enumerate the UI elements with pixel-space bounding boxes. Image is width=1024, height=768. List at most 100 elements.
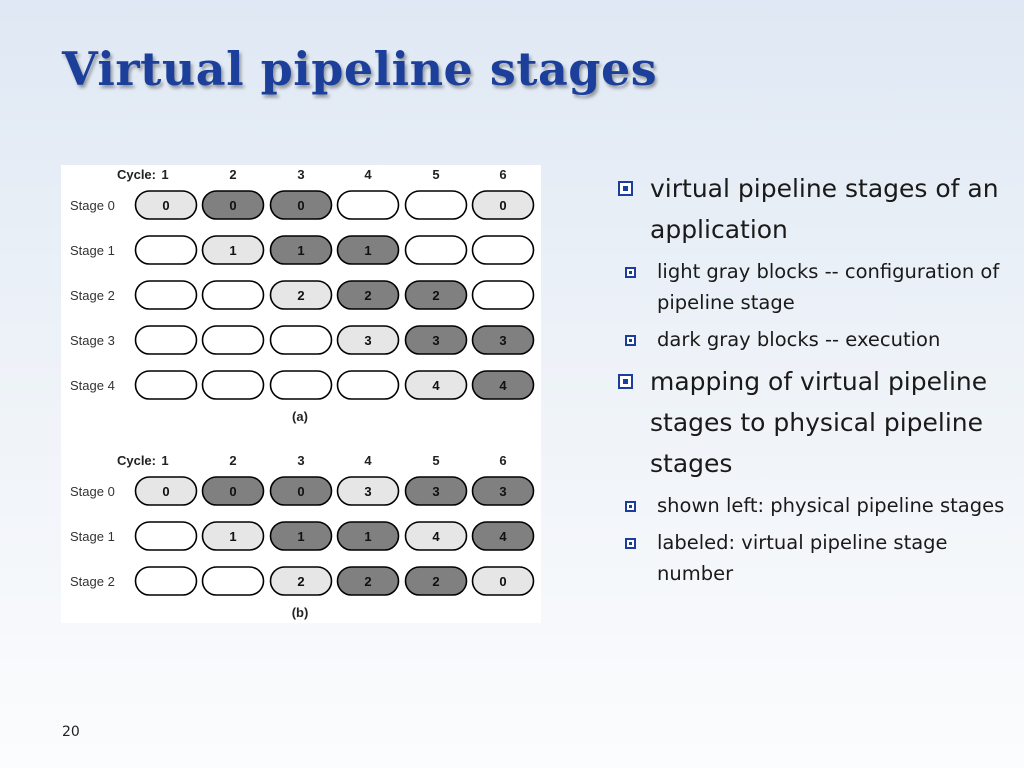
bullet-list: virtual pipeline stages of an applicatio… — [612, 168, 1012, 595]
stage-block-dark — [404, 280, 468, 310]
cycle-number: 1 — [161, 453, 168, 468]
slide-title: Virtual pipeline stages — [62, 42, 658, 96]
stage-block-dark — [336, 235, 400, 265]
sub-bullet-text: light gray blocks -- configuration of pi… — [657, 260, 1000, 314]
stage-block-empty — [404, 235, 468, 265]
square-bullet-icon — [618, 374, 633, 389]
cycle-header-label: Cycle: — [117, 453, 156, 468]
stage-block-empty — [134, 325, 198, 355]
stage-label: Stage 3 — [70, 333, 115, 348]
stage-block-empty — [269, 370, 333, 400]
square-bullet-icon — [625, 501, 636, 512]
stage-block-number: 0 — [229, 198, 236, 213]
stage-block-dark — [201, 190, 265, 220]
cycle-number: 5 — [432, 167, 439, 182]
stage-block-dark — [336, 566, 400, 596]
stage-block-number: 4 — [432, 529, 440, 544]
stage-block-number: 4 — [432, 378, 440, 393]
stage-block-number: 0 — [297, 198, 304, 213]
cycle-number: 2 — [229, 453, 236, 468]
stage-block-empty — [134, 235, 198, 265]
stage-block-number: 2 — [432, 288, 439, 303]
stage-block-number: 3 — [364, 333, 371, 348]
stage-block-empty — [336, 190, 400, 220]
stage-block-number: 4 — [499, 529, 507, 544]
stage-label: Stage 0 — [70, 484, 115, 499]
cycle-number: 4 — [364, 167, 372, 182]
stage-block-number: 0 — [499, 198, 506, 213]
stage-block-number: 1 — [297, 243, 304, 258]
stage-block-light — [404, 521, 468, 551]
stage-block-dark — [404, 476, 468, 506]
stage-label: Stage 2 — [70, 574, 115, 589]
stage-block-light — [201, 521, 265, 551]
stage-block-dark — [336, 280, 400, 310]
cycle-number: 2 — [229, 167, 236, 182]
stage-block-dark — [336, 521, 400, 551]
stage-block-dark — [201, 476, 265, 506]
square-bullet-icon — [625, 335, 636, 346]
stage-block-number: 0 — [499, 574, 506, 589]
stage-block-light — [404, 370, 468, 400]
stage-block-dark — [471, 370, 535, 400]
stage-block-number: 3 — [432, 333, 439, 348]
stage-block-empty — [201, 280, 265, 310]
sub-bullet-list: light gray blocks -- configuration of pi… — [612, 256, 1012, 355]
stage-block-number: 1 — [364, 243, 371, 258]
stage-block-dark — [471, 325, 535, 355]
stage-block-number: 1 — [297, 529, 304, 544]
stage-block-dark — [269, 521, 333, 551]
stage-label: Stage 1 — [70, 529, 115, 544]
stage-block-empty — [201, 566, 265, 596]
stage-block-number: 3 — [499, 484, 506, 499]
stage-block-number: 1 — [229, 243, 236, 258]
stage-block-empty — [201, 370, 265, 400]
stage-block-number: 4 — [499, 378, 507, 393]
stage-block-empty — [134, 566, 198, 596]
sub-bullet-labeled: labeled: virtual pipeline stage number — [574, 527, 1012, 589]
stage-block-number: 3 — [364, 484, 371, 499]
cycle-header-label: Cycle: — [117, 167, 156, 182]
stage-block-number: 2 — [432, 574, 439, 589]
square-bullet-icon — [618, 181, 633, 196]
cycle-number: 5 — [432, 453, 439, 468]
bullet-text: mapping of virtual pipeline stages to ph… — [650, 367, 988, 478]
stage-block-number: 0 — [162, 484, 169, 499]
bullet-virtual-stages: virtual pipeline stages of an applicatio… — [612, 168, 1012, 250]
square-bullet-icon — [625, 538, 636, 549]
stage-label: Stage 2 — [70, 288, 115, 303]
cycle-number: 4 — [364, 453, 372, 468]
stage-block-number: 1 — [229, 529, 236, 544]
stage-label: Stage 0 — [70, 198, 115, 213]
cycle-number: 3 — [297, 167, 304, 182]
stage-block-number: 3 — [432, 484, 439, 499]
sub-bullet-dark-gray: dark gray blocks -- execution — [574, 324, 1012, 355]
stage-block-number: 0 — [229, 484, 236, 499]
cycle-number: 1 — [161, 167, 168, 182]
sub-bullet-shown-left: shown left: physical pipeline stages — [574, 490, 1012, 521]
stage-block-dark — [269, 476, 333, 506]
bullet-mapping: mapping of virtual pipeline stages to ph… — [612, 361, 1012, 484]
stage-block-empty — [269, 325, 333, 355]
stage-block-dark — [269, 235, 333, 265]
stage-block-dark — [471, 476, 535, 506]
sub-bullet-list: shown left: physical pipeline stages lab… — [612, 490, 1012, 589]
stage-block-empty — [471, 235, 535, 265]
stage-block-empty — [201, 325, 265, 355]
stage-block-light — [134, 476, 198, 506]
stage-block-number: 1 — [364, 529, 371, 544]
sub-bullet-text: shown left: physical pipeline stages — [657, 494, 1005, 517]
stage-label: Stage 4 — [70, 378, 115, 393]
stage-block-dark — [471, 521, 535, 551]
stage-block-dark — [269, 190, 333, 220]
stage-block-number: 2 — [364, 574, 371, 589]
stage-block-dark — [404, 566, 468, 596]
cycle-number: 3 — [297, 453, 304, 468]
sub-bullet-light-gray: light gray blocks -- configuration of pi… — [574, 256, 1012, 318]
stage-block-dark — [404, 325, 468, 355]
stage-block-number: 2 — [297, 288, 304, 303]
sub-bullet-text: dark gray blocks -- execution — [657, 328, 941, 351]
cycle-number: 6 — [499, 167, 506, 182]
stage-block-number: 0 — [297, 484, 304, 499]
